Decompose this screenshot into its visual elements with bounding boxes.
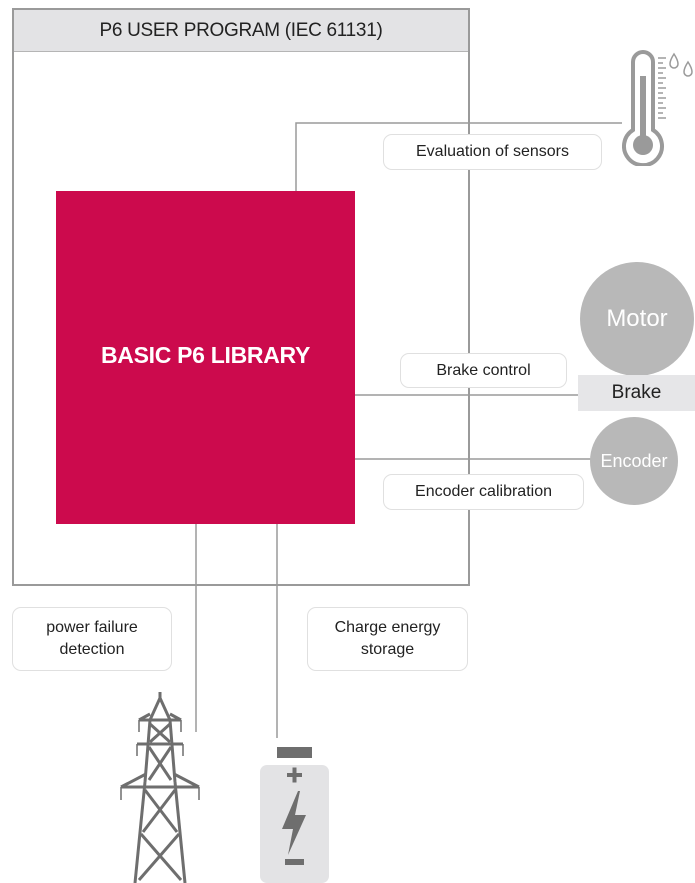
sensor-connector — [295, 122, 622, 191]
encoder-device: Encoder — [590, 417, 678, 505]
basic-library-block: BASIC P6 LIBRARY — [56, 191, 355, 524]
brake-label: Brake — [611, 382, 662, 403]
sensor-evaluation-label: Evaluation of sensors — [383, 134, 602, 170]
user-program-frame — [12, 8, 470, 586]
user-program-title: P6 USER PROGRAM (IEC 61131) — [14, 10, 468, 52]
brake-device: Brake — [578, 375, 695, 411]
power-pylon-icon — [120, 692, 200, 883]
motor-label: Motor — [606, 305, 668, 332]
power-failure-label: power failure detection — [12, 607, 172, 671]
encoder-label: Encoder — [600, 450, 668, 471]
brake-control-label: Brake control — [400, 353, 567, 388]
battery-charging-icon — [260, 747, 329, 883]
charge-storage-label: Charge energy storage — [307, 607, 468, 671]
thermometer-icon — [622, 50, 693, 166]
basic-library-label: BASIC P6 LIBRARY — [100, 342, 311, 368]
encoder-calibration-label: Encoder calibration — [383, 474, 584, 510]
motor-device: Motor — [580, 262, 694, 376]
